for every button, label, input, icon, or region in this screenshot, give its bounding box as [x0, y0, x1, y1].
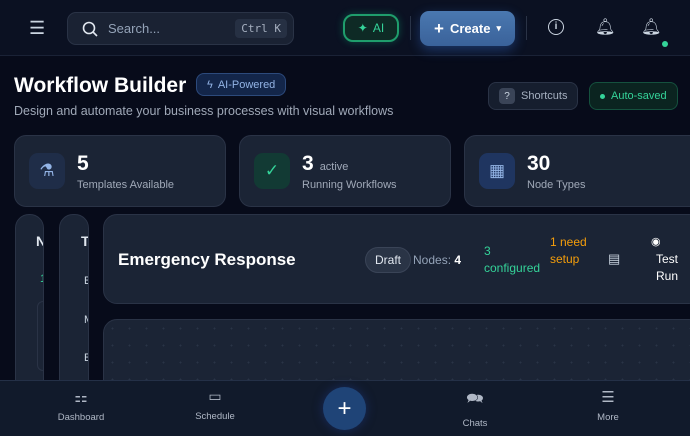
sparkle-icon: ✦ — [357, 21, 368, 35]
stat-label: Node Types — [527, 178, 586, 191]
nav-label: Dashboard — [57, 412, 105, 423]
autosave-label: Auto-saved — [611, 90, 667, 102]
ai-powered-badge: ϟ AI-Powered — [196, 73, 287, 96]
eye-icon: ◉ — [651, 236, 661, 248]
nav-label: Schedule — [195, 411, 235, 422]
search-icon — [82, 21, 98, 37]
autosave-status: Auto-saved — [589, 82, 678, 110]
page-subtitle: Design and automate your business proces… — [14, 104, 394, 118]
stat-label: Running Workflows — [302, 178, 397, 191]
search-shortcut: Ctrl K — [235, 19, 287, 38]
check-icon: ✓ — [254, 153, 290, 189]
notification-dot — [662, 41, 668, 47]
stat-suffix: active — [319, 160, 349, 173]
nav-dashboard[interactable]: ⚏ Dashboard — [41, 388, 121, 423]
chat-icon: 🗪︎ — [466, 390, 484, 406]
panel-heading: N — [36, 233, 43, 249]
stat-label: Templates Available — [77, 178, 175, 191]
nodes-count: 4 — [454, 253, 462, 267]
ai-label: AI — [372, 21, 385, 35]
grid-icon: ⚏ — [74, 389, 88, 406]
configured-count: 3 configured — [484, 244, 541, 275]
stat-value: 30 — [527, 151, 551, 175]
document-icon[interactable]: ▤ — [608, 251, 621, 266]
nodes-label: Nodes: — [413, 253, 452, 267]
badge-label: AI-Powered — [217, 78, 276, 91]
needs-setup-count: 1 need setup — [550, 235, 587, 266]
bell-icon[interactable]: 🔔︎ — [595, 19, 616, 36]
info-icon[interactable]: i — [548, 19, 564, 35]
add-button[interactable]: + — [323, 387, 366, 430]
search-input[interactable]: Search... Ctrl K — [67, 12, 294, 45]
plus-icon: + — [337, 394, 352, 422]
menu-icon[interactable]: ☰ — [29, 18, 46, 38]
template-item[interactable]: M — [84, 314, 88, 326]
stat-value: 3 — [302, 151, 314, 175]
workflow-name[interactable]: Emergency Response — [118, 250, 296, 269]
nav-label: More — [597, 412, 619, 423]
calendar-icon: ▭ — [208, 388, 222, 404]
ai-button[interactable]: ✦ AI — [343, 14, 399, 42]
template-item[interactable]: E — [84, 275, 88, 287]
status-dot — [600, 93, 605, 99]
question-icon: ? — [499, 88, 515, 104]
panel-heading: T — [81, 233, 89, 249]
panel-count: 1 — [40, 273, 43, 285]
notification-bell-icon[interactable]: 🔔︎ — [641, 19, 662, 36]
workflow-header: Emergency Response Draft Nodes: 4 3 conf… — [103, 214, 690, 304]
shortcuts-label: Shortcuts — [521, 90, 568, 102]
nav-label: Chats — [462, 418, 488, 429]
create-label: Create — [449, 21, 491, 36]
nav-chats[interactable]: 🗪︎ Chats — [435, 388, 515, 429]
shortcuts-button[interactable]: ? Shortcuts — [488, 82, 579, 110]
nav-schedule[interactable]: ▭ Schedule — [175, 388, 255, 422]
side-panel-nodes: N 1 — [15, 214, 44, 394]
panel-card[interactable] — [37, 301, 43, 371]
flask-icon: ⚗ — [29, 153, 65, 189]
divider — [410, 16, 411, 40]
test-run-button[interactable]: Test Run — [656, 252, 679, 283]
stat-value: 5 — [77, 151, 89, 175]
status-badge: Draft — [365, 247, 412, 273]
bolt-icon: ϟ — [207, 78, 213, 91]
menu-icon: ☰ — [601, 389, 615, 406]
template-item[interactable]: E — [84, 352, 88, 364]
chevron-down-icon: ▾ — [496, 23, 501, 33]
plus-icon: + — [434, 18, 444, 38]
page-title: Workflow Builder — [14, 74, 187, 97]
nav-more[interactable]: ☰ More — [568, 388, 648, 423]
search-placeholder: Search... — [108, 21, 161, 36]
grid-icon: ▦ — [479, 153, 515, 189]
create-button[interactable]: + Create ▾ — [420, 11, 515, 46]
side-panel-templates: T E M E — [59, 214, 89, 394]
divider — [526, 16, 527, 40]
